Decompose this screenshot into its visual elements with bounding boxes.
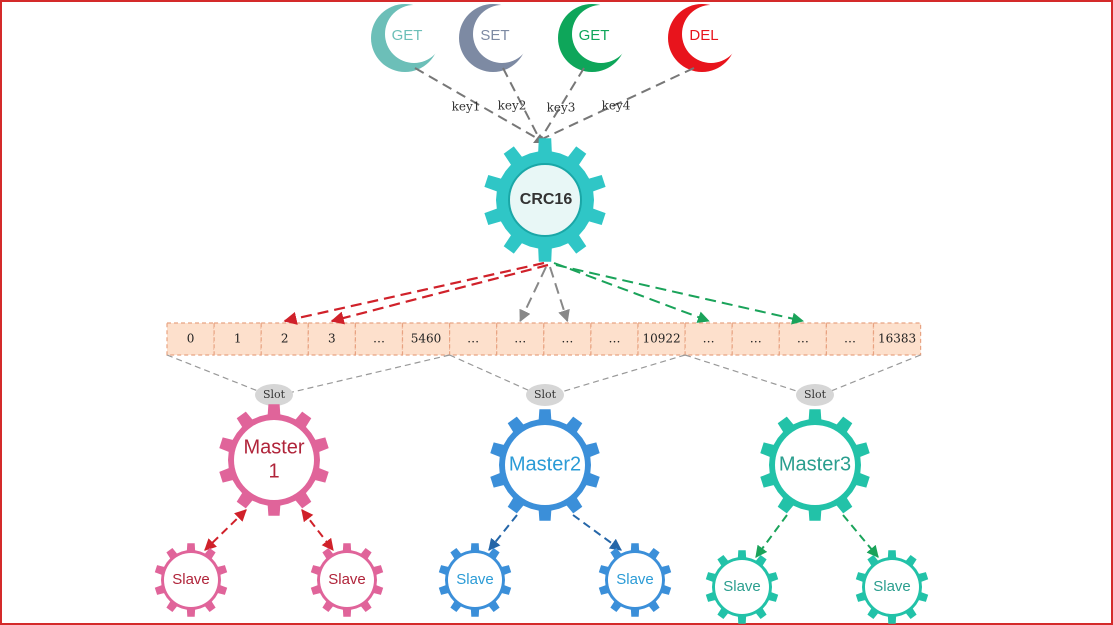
- slot-range-line: [166, 354, 269, 396]
- key-label: key2: [498, 99, 527, 113]
- command-get-3: GET: [558, 4, 630, 72]
- slot-cell: …: [825, 322, 875, 356]
- crc16-gear: [484, 138, 606, 262]
- hash-arrow-gray: [519, 266, 547, 323]
- slave-label: Slave: [616, 571, 654, 588]
- slot-cell: 10922: [637, 322, 686, 356]
- master-gear-1: [219, 404, 329, 516]
- command-del-4: DEL: [668, 4, 740, 72]
- slave-gear: [598, 543, 672, 617]
- slot-label: 1: [234, 332, 242, 346]
- slot-tag-label: Slot: [263, 388, 286, 401]
- key-label: key1: [452, 100, 481, 114]
- command-label: SET: [480, 27, 509, 44]
- master-gear-3: [760, 409, 870, 521]
- crc16-hub-ring: [508, 163, 582, 237]
- crc16-label: CRC16: [520, 191, 573, 208]
- slot-label: …: [514, 332, 526, 346]
- slot-label: 5460: [411, 332, 442, 346]
- slave-gear: [705, 550, 779, 624]
- slot-label: …: [750, 332, 762, 346]
- key-label: key3: [547, 101, 576, 115]
- slot-label: …: [373, 332, 385, 346]
- slot-label: …: [797, 332, 809, 346]
- slot-label: 10922: [642, 332, 680, 346]
- slot-label: 3: [328, 332, 336, 346]
- replication-arrow: [842, 514, 879, 558]
- slot-cell: …: [778, 322, 827, 356]
- hash-arrow-gray: [549, 266, 570, 323]
- slot-range-line: [449, 354, 540, 396]
- master-label: Master2: [509, 453, 581, 475]
- slot-range-line: [684, 354, 810, 396]
- slot-cell: 1: [213, 322, 262, 356]
- slot-cell: …: [543, 322, 592, 356]
- slave-gear: [310, 543, 384, 617]
- slot-tag: Slot: [526, 384, 564, 406]
- slot-cell: 0: [166, 322, 215, 356]
- slot-label: …: [608, 332, 620, 346]
- slot-range-line: [820, 354, 921, 396]
- slot-range-line: [550, 354, 686, 396]
- replication-arrow: [301, 509, 334, 551]
- slave-gear: [855, 550, 929, 624]
- replication-arrow: [204, 509, 247, 551]
- slot-cell: …: [496, 322, 545, 356]
- slot-label: 0: [187, 332, 195, 346]
- master-label: Master3: [779, 453, 851, 475]
- key-route-line: [414, 67, 541, 141]
- hash-arrow-green: [555, 264, 805, 325]
- replication-arrow: [755, 514, 788, 558]
- command-get-1: GET: [371, 4, 443, 72]
- key-route-line: [502, 67, 541, 141]
- command-set-2: SET: [459, 4, 531, 72]
- slot-cell: 16383: [872, 322, 922, 356]
- slave-gear: [154, 543, 228, 617]
- hash-arrow-red: [330, 263, 549, 325]
- slave-gear: [438, 543, 512, 617]
- slot-cell: 5460: [401, 322, 451, 356]
- hash-arrow-green: [553, 262, 710, 323]
- master-label: Master: [243, 436, 304, 458]
- hash-arrow-red: [283, 261, 545, 325]
- slot-label: 16383: [878, 332, 916, 346]
- slot-label: 2: [281, 332, 289, 346]
- slot-cell: …: [354, 322, 404, 356]
- command-label: GET: [392, 27, 423, 44]
- slot-cell: …: [590, 322, 639, 356]
- slot-cell: …: [449, 322, 498, 356]
- slot-range-line: [279, 354, 450, 396]
- slot-tag-label: Slot: [534, 388, 557, 401]
- slot-tag-label: Slot: [804, 388, 827, 401]
- replication-arrow: [572, 514, 622, 551]
- slot-tag: Slot: [255, 384, 293, 406]
- master-label: 1: [268, 460, 279, 482]
- slave-label: Slave: [456, 571, 494, 588]
- slot-cell: …: [731, 322, 780, 356]
- command-label: GET: [579, 27, 610, 44]
- slot-label: …: [467, 332, 479, 346]
- slot-label: …: [844, 332, 856, 346]
- slave-label: Slave: [328, 571, 366, 588]
- key-label: key4: [602, 99, 631, 113]
- slave-label: Slave: [873, 578, 911, 595]
- key-route-line: [539, 67, 695, 141]
- slot-tag: Slot: [796, 384, 834, 406]
- slave-label: Slave: [723, 578, 761, 595]
- slot-label: …: [561, 332, 573, 346]
- key-route-line: [539, 67, 585, 141]
- slot-label: …: [703, 332, 715, 346]
- slot-cell: 3: [307, 322, 356, 356]
- command-label: DEL: [689, 27, 718, 44]
- slot-cell: …: [684, 322, 733, 356]
- slot-cell: 2: [260, 322, 309, 356]
- master-gear-2: [490, 409, 600, 521]
- slave-label: Slave: [172, 571, 210, 588]
- replication-arrow: [488, 514, 518, 551]
